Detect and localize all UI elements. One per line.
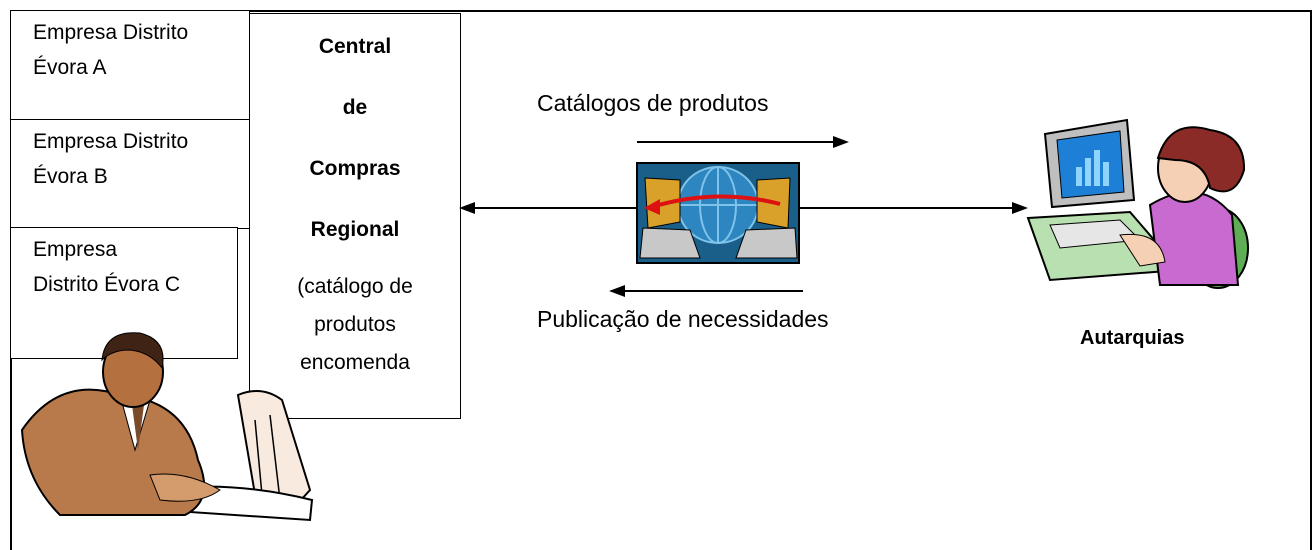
central-line-3: Compras <box>309 157 401 180</box>
central-detail-3: encomenda <box>300 351 410 374</box>
left-connector-arrow <box>459 202 637 214</box>
central-line-2: de <box>342 96 368 119</box>
central-detail-2: produtos <box>314 313 396 336</box>
central-detail-1: (catálogo de <box>297 275 413 298</box>
bottom-arrow-label: Publicação de necessidades <box>537 306 829 332</box>
top-arrow <box>637 136 849 148</box>
company-a-line2: Évora A <box>33 56 107 79</box>
top-arrow-label: Catálogos de produtos <box>537 90 769 116</box>
central-line-4: Regional <box>310 218 400 241</box>
central-line-1: Central <box>318 35 392 58</box>
right-connector-arrow <box>798 202 1028 214</box>
autarquias-label: Autarquias <box>1080 327 1185 349</box>
company-c-line1: Empresa <box>33 238 118 261</box>
bottom-arrow <box>609 285 803 297</box>
company-c-line2: Distrito Évora C <box>33 273 181 296</box>
businessman-clipart <box>20 332 314 522</box>
company-a-box: Empresa Distrito Évora A <box>10 10 250 120</box>
central-box: Central de Compras Regional (catálogo de… <box>249 13 461 419</box>
woman-at-computer-clipart <box>1026 118 1249 289</box>
company-b-line1: Empresa Distrito <box>33 130 189 153</box>
company-a-line1: Empresa Distrito <box>33 21 189 44</box>
network-exchange-icon <box>636 162 800 264</box>
company-b-line2: Évora B <box>33 165 108 188</box>
